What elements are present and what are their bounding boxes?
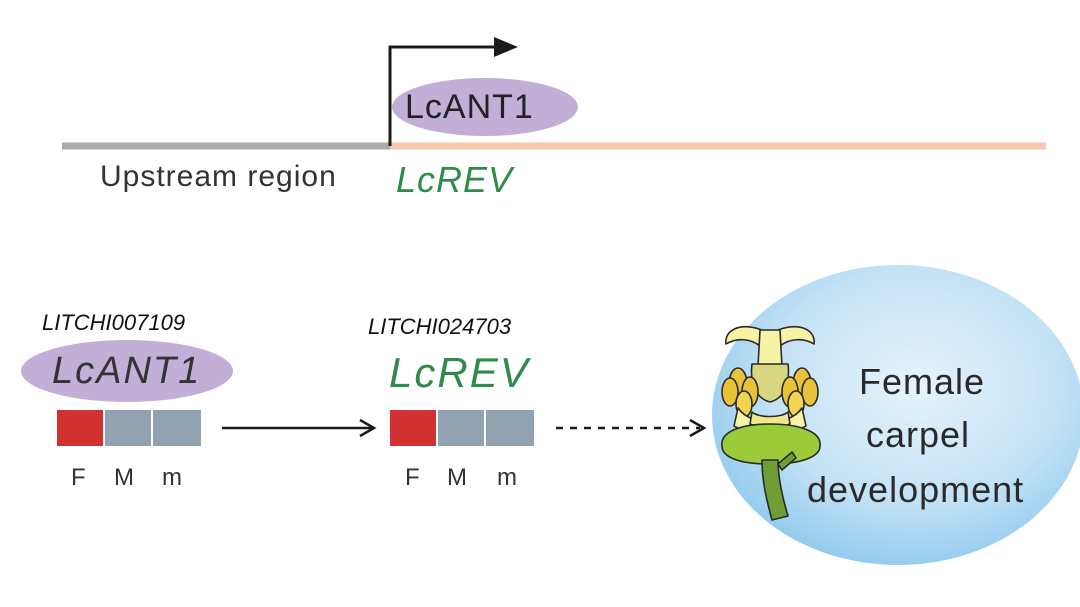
target-label-m: m <box>497 464 517 491</box>
transcription-start-arrow <box>388 37 518 146</box>
target-label-F: F <box>405 464 420 491</box>
source-protein-ellipse <box>21 340 233 402</box>
source-expression-M <box>105 410 151 446</box>
target-expression-M <box>438 410 484 446</box>
source-expression-bar <box>57 410 201 446</box>
target-expression-F <box>390 410 436 446</box>
source-label-m: m <box>162 464 182 491</box>
promoter-schematic <box>62 37 1046 150</box>
target-gene-id: LITCHI024703 <box>368 314 512 339</box>
source-gene-id: LITCHI007109 <box>42 310 186 335</box>
activation-arrow <box>222 418 377 438</box>
upstream-region-label: Upstream region <box>100 160 337 193</box>
female-flower-icon <box>721 326 821 521</box>
source-label-M: M <box>114 464 134 491</box>
target-expression-bar <box>390 410 534 446</box>
regulation-arrows <box>222 418 707 438</box>
source-label-F: F <box>71 464 86 491</box>
source-gene-name: LcANT1 <box>52 350 202 392</box>
dashed-promotion-arrow <box>556 418 707 438</box>
target-expression-m <box>486 410 534 446</box>
gene-label-lcrev: LcREV <box>396 159 514 200</box>
target-gene-name: LcREV <box>389 349 530 396</box>
source-expression-m <box>153 410 201 446</box>
source-expression-F <box>57 410 103 446</box>
outcome-line-female: Female <box>859 361 986 402</box>
outcome-line-development: development <box>807 469 1025 510</box>
outcome-line-carpel: carpel <box>866 414 971 455</box>
target-label-M: M <box>447 464 467 491</box>
bound-protein-label: LcANT1 <box>405 88 534 126</box>
bound-protein-ellipse <box>392 78 578 136</box>
